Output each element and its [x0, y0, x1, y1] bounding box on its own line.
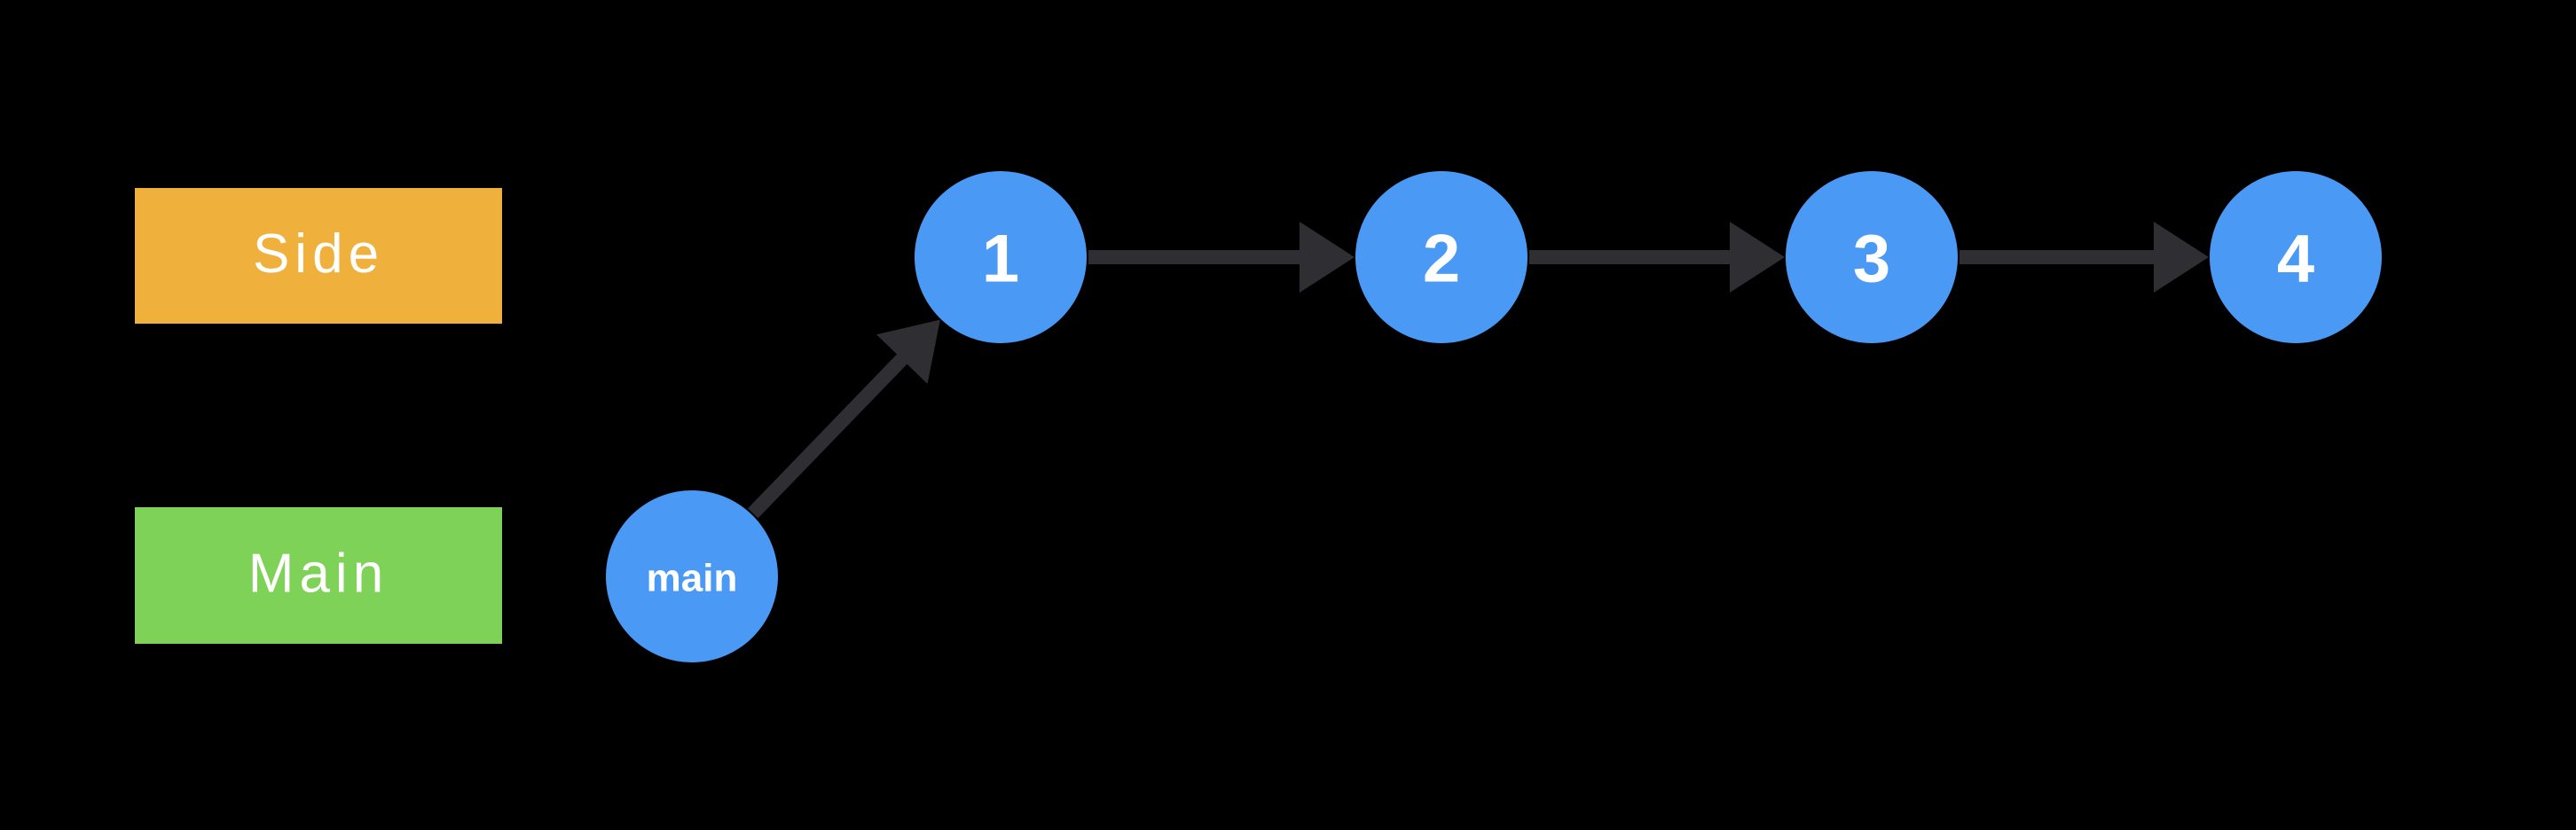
commit-node-label: 4 [2277, 222, 2314, 297]
nodes-layer: main 1 2 3 4 [606, 171, 2382, 662]
commit-node-label: 2 [1423, 222, 1460, 297]
edges-layer [748, 222, 2209, 519]
legend-main-swatch [135, 507, 502, 644]
commit-node-c1[interactable]: 1 [915, 171, 1087, 343]
legend-side-swatch [135, 188, 502, 324]
edge-arrow [1088, 222, 1355, 293]
commit-node-label: 3 [1853, 222, 1890, 297]
commit-node-circle [606, 490, 778, 662]
edge-arrow [748, 319, 940, 519]
commit-node-main[interactable]: main [606, 490, 778, 662]
commit-node-circle [1786, 171, 1958, 343]
commit-node-c4[interactable]: 4 [2210, 171, 2382, 343]
commit-node-circle [1355, 171, 1528, 343]
legend-main-label: Main [248, 543, 389, 604]
commit-node-c2[interactable]: 2 [1355, 171, 1528, 343]
edge-arrow [1529, 222, 1785, 293]
commit-node-circle [915, 171, 1087, 343]
commit-node-c3[interactable]: 3 [1786, 171, 1958, 343]
legend-side-label: Side [253, 223, 384, 285]
legend-item-main[interactable]: Main [135, 507, 502, 644]
commit-node-label: main [647, 557, 738, 600]
legend-item-side[interactable]: Side [135, 188, 502, 324]
commit-node-label: 1 [982, 222, 1019, 297]
edge-arrow [1959, 222, 2209, 293]
commit-node-circle [2210, 171, 2382, 343]
